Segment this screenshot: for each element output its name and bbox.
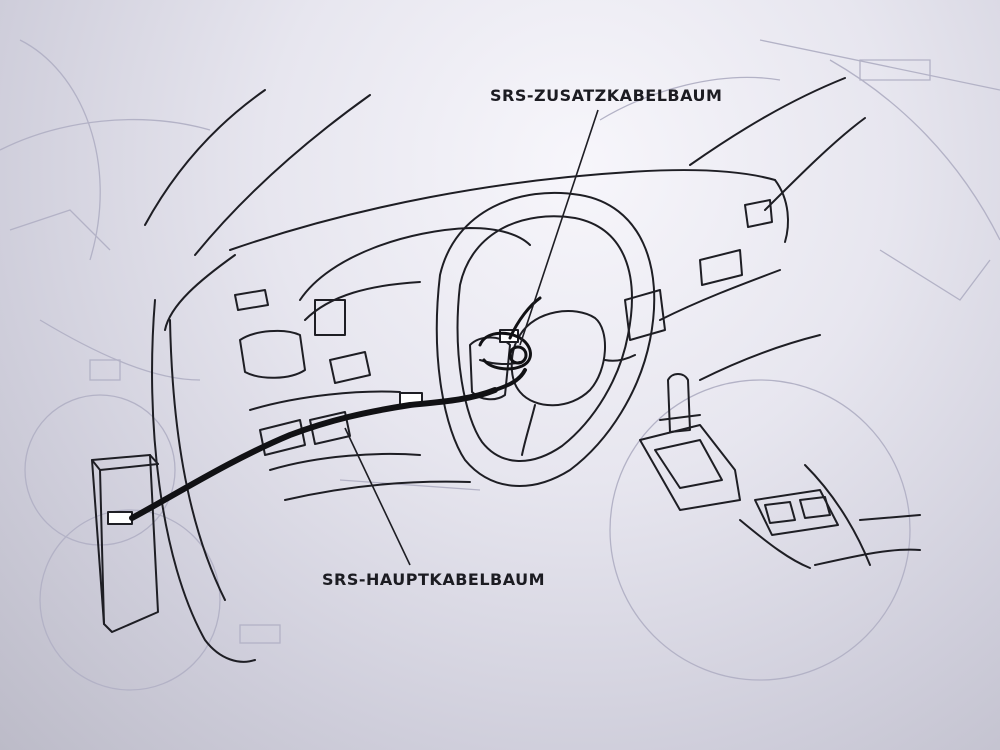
srs-sub-harness [478,296,542,371]
show-through-drawing [0,39,1000,691]
label-srs-hauptkabelbaum: SRS-HAUPTKABELBAUM [322,570,546,589]
leader-haupt [344,427,411,566]
leader-zusatz [519,109,599,346]
leader-lines [344,109,599,566]
srs-main-harness [129,368,527,521]
label-srs-zusatzkabelbaum: SRS-ZUSATZKABELBAUM [490,86,723,105]
dashboard-line-art [91,77,921,663]
